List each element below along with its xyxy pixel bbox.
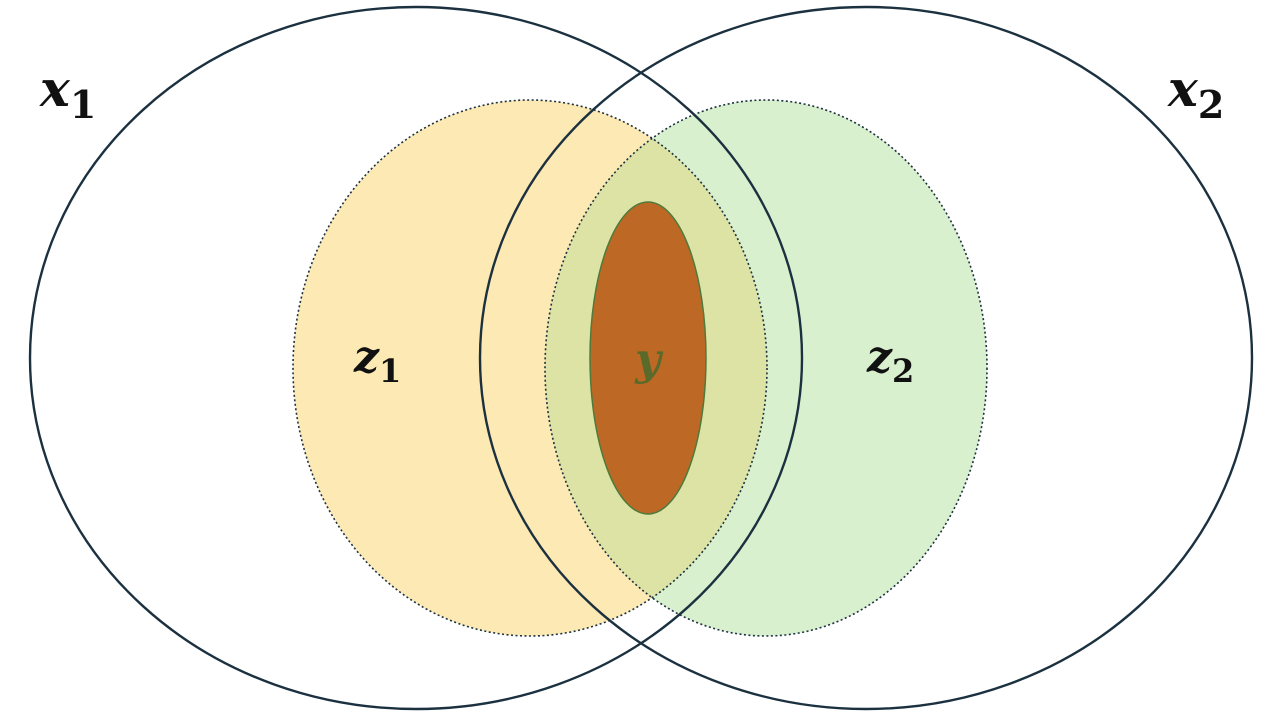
label-z1: z1 [353, 332, 401, 390]
label-x2: x2 [1167, 59, 1224, 127]
set-x2-outline [478, 5, 1254, 711]
label-z2: z2 [866, 332, 914, 390]
set-y-region [589, 201, 707, 515]
label-y: y [634, 334, 664, 385]
label-x1: x1 [39, 59, 96, 127]
set-x1-outline [28, 5, 804, 711]
set-z2-outline [544, 99, 988, 637]
set-z1-outline [292, 99, 768, 637]
